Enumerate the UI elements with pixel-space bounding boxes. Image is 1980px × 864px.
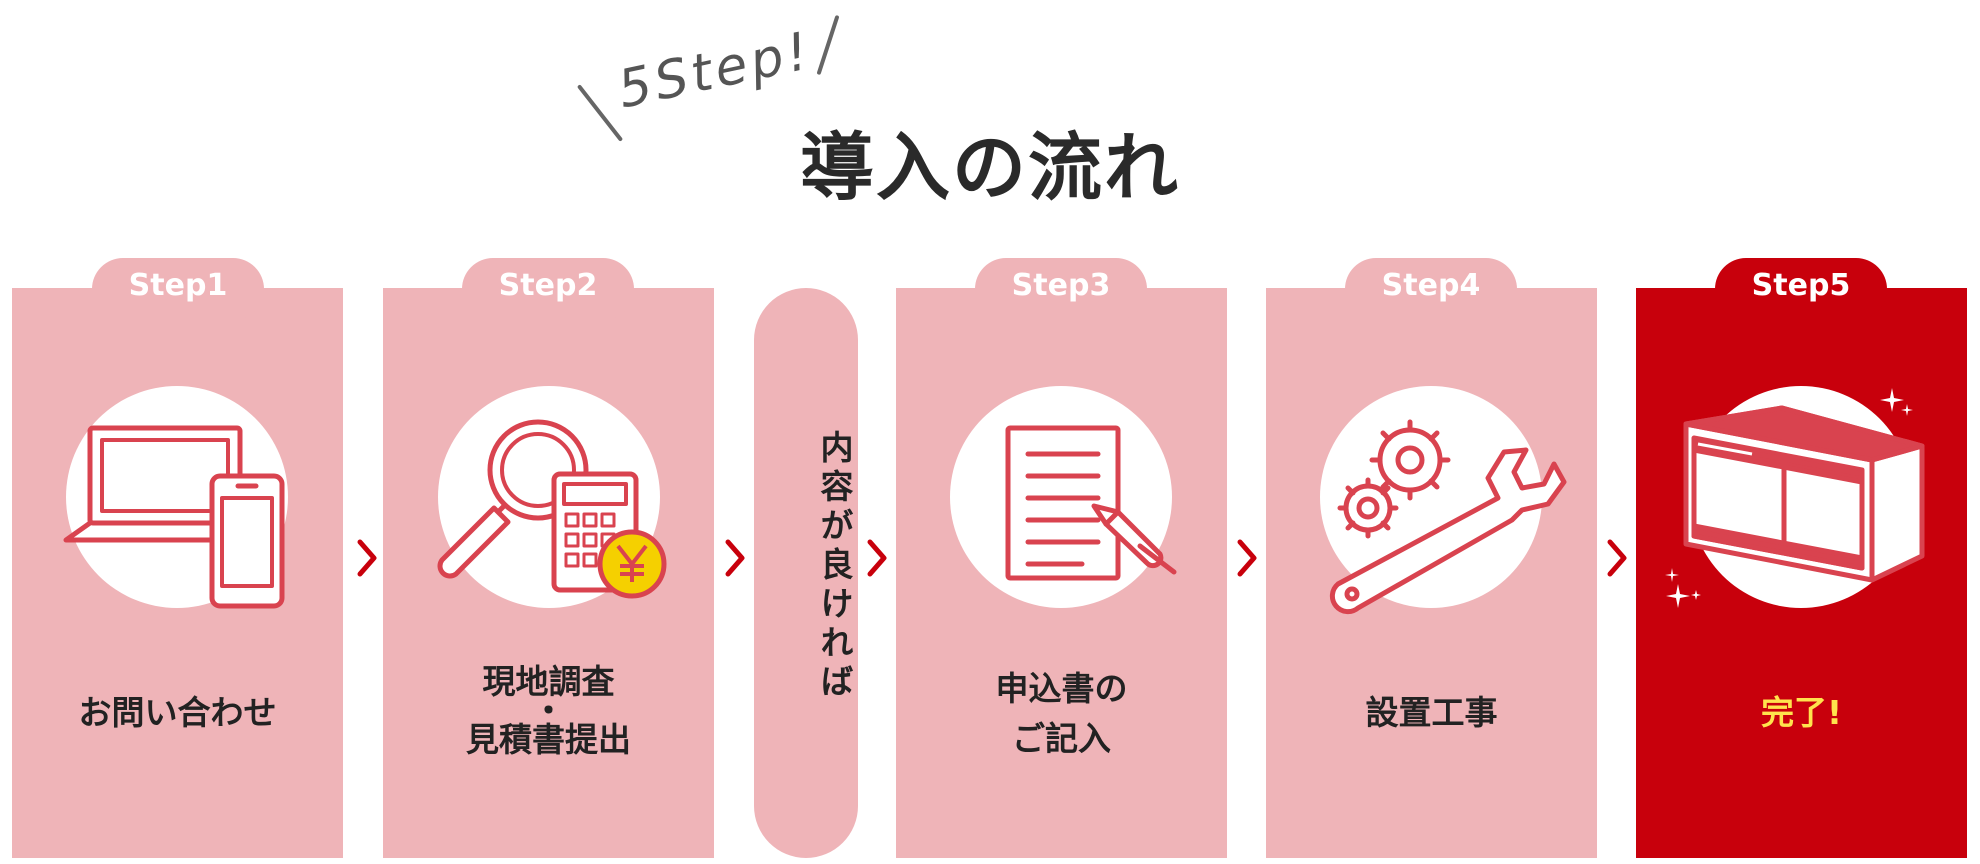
step-label-line: 申込書の (995, 669, 1128, 708)
step-label-line: お問い合わせ (78, 693, 277, 732)
step-label-line: 設置工事 (1365, 693, 1498, 732)
step-label-1: お問い合わせ (12, 688, 343, 738)
gears-wrench-icon (1329, 419, 1567, 615)
step-tab-5: Step5 (1715, 258, 1887, 320)
chevron-right-icon (867, 539, 887, 577)
step-label-4: 設置工事 (1266, 688, 1597, 738)
step-label-line: 現地調査 (482, 662, 615, 701)
step-label-line: ご記入 (1012, 719, 1111, 758)
condition-text: 内容が良ければ (815, 430, 854, 703)
step-label-line: ・ (532, 691, 565, 730)
right-decor-slash (816, 14, 840, 76)
sparkle-icon (1880, 388, 1913, 416)
step-label-5: 完了! (1636, 688, 1967, 738)
step-label-3: 申込書の ご記入 (896, 664, 1227, 764)
sparkle-icon (1665, 568, 1701, 608)
step-label-line: 完了! (1760, 693, 1843, 732)
step-tab-4: Step4 (1345, 258, 1517, 320)
magnifier-calculator-yen-icon (437, 419, 667, 599)
box-unit-sparkle-icon (1683, 405, 1925, 583)
condition-pill (754, 288, 858, 858)
page-title: 導入の流れ (800, 125, 1180, 211)
step-label-2: 現地調査 ・ 見積書提出 (383, 664, 714, 758)
document-pen-icon (1005, 425, 1177, 581)
chevron-right-icon (1607, 539, 1627, 577)
chevron-right-icon (725, 539, 745, 577)
step-tab-1: Step1 (92, 258, 264, 320)
step-tab-3: Step3 (975, 258, 1147, 320)
chevron-right-icon (1237, 539, 1257, 577)
chevron-right-icon (357, 539, 377, 577)
step-label-line: 見積書提出 (466, 720, 631, 759)
laptop-smartphone-icon (63, 425, 285, 609)
step-tab-2: Step2 (462, 258, 634, 320)
